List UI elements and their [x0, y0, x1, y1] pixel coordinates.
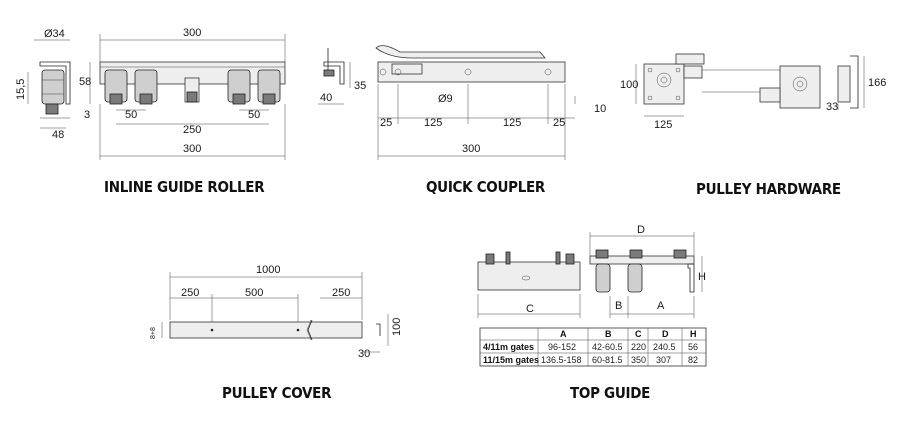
- pulley-hardware-title: PULLEY HARDWARE: [696, 180, 841, 198]
- top-guide-roller-1: [595, 263, 611, 293]
- dim-166: 166: [868, 77, 886, 89]
- table-row-2-label: 11/15m gates: [483, 355, 539, 365]
- dim-3: 3: [84, 109, 90, 121]
- table-row-1-A: 96-152: [548, 342, 576, 352]
- dim-10: 10: [594, 103, 606, 115]
- dim-A: A: [657, 300, 665, 312]
- top-guide-roller-2: [627, 263, 643, 293]
- dim-35: 35: [354, 80, 366, 92]
- top-guide-title: TOP GUIDE: [570, 384, 650, 402]
- dim-250-right: 250: [332, 287, 350, 299]
- table-row-1-C: 220: [631, 342, 646, 352]
- dim-diameter-9: Ø9: [438, 93, 453, 105]
- dim-1000: 1000: [256, 264, 280, 276]
- dim-250: 250: [183, 124, 201, 136]
- dim-diameter-34: Ø34: [44, 28, 65, 40]
- table-row-1-B: 42-60.5: [592, 342, 623, 352]
- pulley-cover-title: PULLEY COVER: [222, 384, 332, 402]
- roller-wheels: [104, 69, 281, 105]
- dimension-table: A B C D H 4/11m gates 96-152 42-60.5 220…: [479, 327, 707, 367]
- dim-8-8: 8+8: [150, 327, 157, 339]
- dim-300: 300: [462, 143, 480, 155]
- table-row-1-D: 240.5: [653, 342, 676, 352]
- dim-48: 48: [52, 129, 64, 141]
- coupler-bar: [377, 61, 566, 83]
- dim-30: 30: [358, 348, 370, 360]
- dim-15-5: 15,5: [15, 79, 27, 100]
- dim-250-left: 250: [181, 287, 199, 299]
- dim-100-cover: 100: [391, 318, 403, 336]
- table-row-2-H: 82: [688, 355, 698, 365]
- pulley-cover-drawing: 1000 250 500 250 8+8 100 30 PULLEY COVER: [150, 264, 403, 402]
- dim-C: C: [526, 303, 534, 315]
- dim-H: H: [698, 271, 706, 283]
- dim-125-left: 125: [424, 117, 442, 129]
- dim-B: B: [615, 300, 622, 312]
- dim-D: D: [637, 224, 645, 236]
- dim-40: 40: [320, 92, 332, 104]
- dim-25-right: 25: [553, 117, 565, 129]
- dim-125: 125: [654, 119, 672, 131]
- dim-300-top: 300: [183, 27, 201, 39]
- quick-coupler-drawing: 35 40 Ø9 10 25 125 125 25 300 QUICK COUP…: [318, 45, 606, 196]
- top-guide-side: [477, 261, 581, 291]
- table-header-H: H: [690, 329, 697, 339]
- table-row-1-H: 56: [688, 342, 698, 352]
- table-header-C: C: [635, 329, 642, 339]
- dim-300-bottom: 300: [183, 143, 201, 155]
- coupler-handle: [375, 45, 546, 59]
- table-row-1-label: 4/11m gates: [483, 342, 534, 352]
- inline-guide-roller-drawing: Ø34 15,5 58 3 48 300 50 50: [15, 27, 286, 196]
- table-header-B: B: [605, 329, 612, 339]
- dim-100: 100: [620, 79, 638, 91]
- quick-coupler-title: QUICK COUPLER: [426, 178, 546, 196]
- dim-58: 58: [79, 76, 91, 88]
- dim-33: 33: [826, 101, 838, 113]
- table-row-2-B: 60-81.5: [592, 355, 623, 365]
- dim-125-right: 125: [503, 117, 521, 129]
- dim-500: 500: [245, 287, 263, 299]
- table-row-2-A: 136.5-158: [541, 355, 582, 365]
- table-row-2-C: 350: [631, 355, 646, 365]
- top-guide-drawing: C D H B A A B C D H: [477, 224, 707, 402]
- pulley-plate-left: [643, 63, 685, 105]
- table-row-2-D: 307: [656, 355, 671, 365]
- table-header-D: D: [662, 329, 669, 339]
- dim-25-left: 25: [380, 117, 392, 129]
- pulley-hardware-drawing: 100 125 33 166 PULLEY HARDWARE: [620, 53, 886, 198]
- inline-guide-roller-title: INLINE GUIDE ROLLER: [104, 178, 265, 196]
- dim-50-right: 50: [248, 109, 260, 121]
- cover-profile: [169, 321, 363, 339]
- table-header-A: A: [560, 329, 567, 339]
- dim-50-left: 50: [125, 109, 137, 121]
- pulley-plate-right: [779, 65, 821, 109]
- side-roller: [41, 69, 65, 105]
